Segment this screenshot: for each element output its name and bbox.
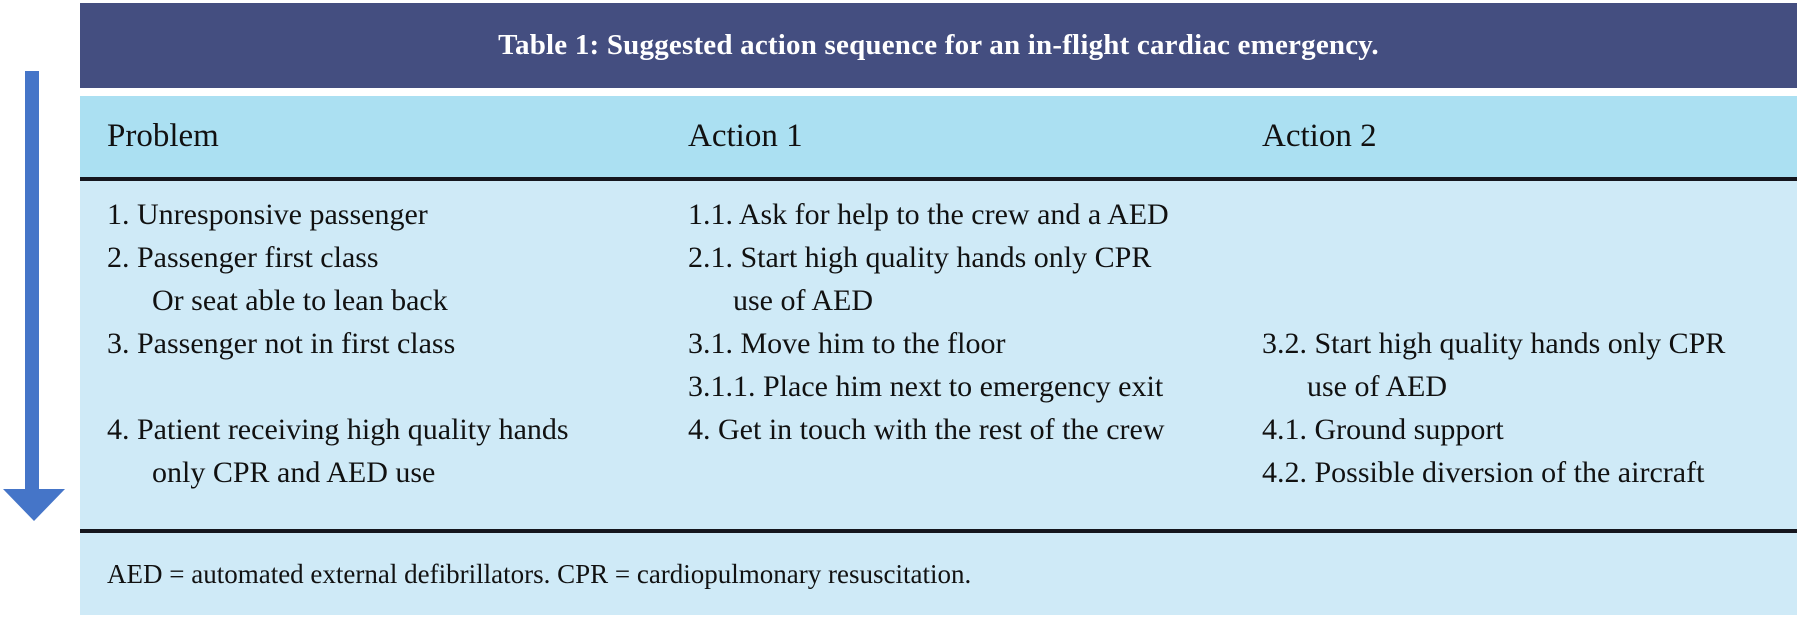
column-header-action2: Action 2 [1262, 118, 1377, 154]
column-action1: 1.1. Ask for help to the crew and a AED 2… [688, 193, 1262, 494]
table-cell-line: 2. Passenger first class [107, 241, 379, 274]
table-cell-line: use of AED [1307, 370, 1447, 403]
table-cell-line [688, 451, 1262, 494]
table-cell-line [107, 365, 688, 408]
column-header-action1: Action 1 [688, 118, 803, 154]
table-cell-line: 4. Patient receiving high quality hands [107, 413, 569, 446]
table-cell-line: 1.1. Ask for help to the crew and a AED [688, 198, 1169, 231]
table-title-bar: Table 1: Suggested action sequence for a… [80, 3, 1797, 88]
table-cell-line: Or seat able to lean back [152, 284, 448, 317]
table-cell-line: 3.1.1. Place him next to emergency exit [688, 370, 1164, 403]
table-cell-line [1262, 236, 1797, 279]
table-cell-line: 2.1. Start high quality hands only CPR [688, 241, 1152, 274]
footer-divider-line [80, 529, 1797, 533]
column-problem: 1. Unresponsive passenger 2. Passenger fi… [107, 193, 688, 494]
table-header-row: Problem Action 1 Action 2 [80, 96, 1797, 177]
header-divider-line [80, 177, 1797, 181]
table-cell-line: use of AED [733, 284, 873, 317]
table-cell-line: 3. Passenger not in first class [107, 327, 456, 360]
table-cell-line: 3.1. Move him to the floor [688, 327, 1006, 360]
table-cell-line: 4.1. Ground support [1262, 413, 1504, 446]
table-cell-line: only CPR and AED use [152, 456, 436, 489]
table-cell-line: 4. Get in touch with the rest of the cre… [688, 413, 1165, 446]
table-footnote: AED = automated external defibrillators.… [107, 558, 972, 589]
column-action2: 3.2. Start high quality hands only CPR us… [1262, 193, 1797, 494]
table-footnote-row: AED = automated external defibrillators.… [80, 533, 1797, 615]
table-cell-line: 4.2. Possible diversion of the aircraft [1262, 456, 1705, 489]
table-cell-line [1262, 279, 1797, 322]
action-sequence-table: Table 1: Suggested action sequence for a… [80, 3, 1797, 615]
table-body: 1. Unresponsive passenger 2. Passenger fi… [80, 181, 1797, 529]
table-cell-line: 1. Unresponsive passenger [107, 198, 428, 231]
title-table-gap [80, 88, 1797, 96]
column-header-problem: Problem [107, 118, 219, 154]
table-cell-line: 3.2. Start high quality hands only CPR [1262, 327, 1726, 360]
down-arrow-icon [3, 71, 65, 521]
table-title: Table 1: Suggested action sequence for a… [498, 29, 1379, 61]
table-cell-line [1262, 193, 1797, 236]
